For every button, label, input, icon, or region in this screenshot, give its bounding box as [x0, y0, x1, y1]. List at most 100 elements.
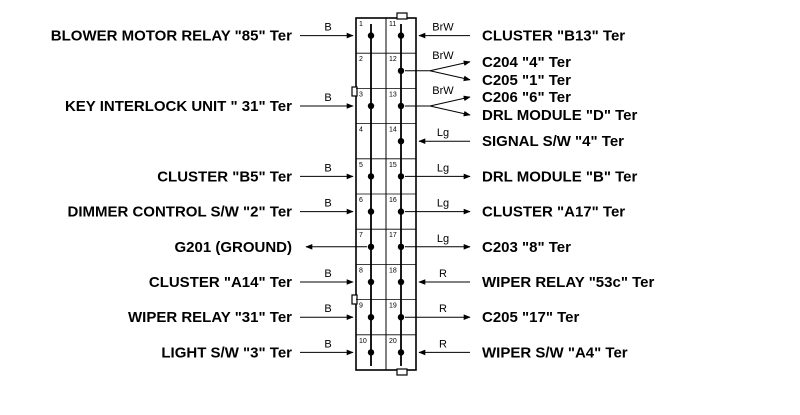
left-row-pin-10: LIGHT S/W "3" Ter B — [161, 338, 375, 361]
pin-number: 17 — [389, 232, 397, 239]
wire-color-label: Lg — [437, 233, 449, 245]
pin-dot — [397, 243, 405, 250]
pin-dot — [397, 102, 405, 110]
pin-dot — [397, 349, 405, 356]
pin-number: 3 — [359, 91, 363, 98]
left-label: LIGHT S/W "3" Ter — [161, 344, 292, 361]
wire-color-label: BrW — [432, 85, 454, 97]
pin-dot — [367, 243, 375, 250]
pin-number: 10 — [359, 338, 367, 345]
pin-dot — [397, 32, 405, 39]
left-row-pin-5: CLUSTER "B5" Ter B — [157, 162, 375, 185]
pin-number: 13 — [389, 91, 397, 98]
pin-dot — [367, 208, 375, 215]
right-row-pin-19: C205 "17" Ter R — [397, 303, 579, 326]
pin-number: 1 — [359, 21, 363, 28]
pin-dot — [397, 208, 405, 215]
right-label: C203 "8" Ter — [482, 239, 571, 256]
pin-number: 2 — [359, 56, 363, 63]
wire-color-label: Lg — [437, 198, 449, 210]
pin-dot — [397, 67, 405, 75]
bottom-latch — [396, 368, 408, 376]
pin-number: 15 — [389, 162, 397, 169]
wire-arrow — [429, 60, 471, 72]
wire-color-label: B — [324, 303, 331, 315]
pin-dot — [397, 278, 405, 286]
left-row-pin-3: KEY INTERLOCK UNIT " 31" Ter B — [65, 92, 375, 115]
wire-color-label: R — [439, 303, 447, 315]
pin-number: 18 — [389, 267, 397, 274]
pin-dot — [397, 138, 405, 145]
pin-dot — [397, 173, 405, 180]
pin-number: 9 — [359, 303, 363, 310]
wire-color-label: B — [324, 198, 331, 210]
right-label: DRL MODULE "D" Ter — [482, 107, 638, 124]
left-label: WIPER RELAY "31" Ter — [128, 309, 292, 326]
pin-number: 6 — [359, 197, 363, 204]
pin-number: 12 — [389, 56, 397, 63]
wire-color-label: B — [324, 162, 331, 174]
left-row-pin-9: WIPER RELAY "31" Ter B — [128, 303, 375, 326]
left-label: G201 (GROUND) — [174, 239, 292, 256]
left-label: DIMMER CONTROL S/W "2" Ter — [67, 204, 292, 221]
right-label: CLUSTER "A17" Ter — [482, 204, 625, 221]
wire-arrow — [429, 70, 471, 82]
right-row-pin-16: CLUSTER "A17" Ter Lg — [397, 198, 625, 221]
wire-color-label: Lg — [437, 127, 449, 139]
pin-dot — [367, 173, 375, 180]
top-latch — [396, 12, 408, 20]
right-row-pin-14: SIGNAL S/W "4" Ter Lg — [397, 127, 624, 150]
wire-color-label: R — [439, 338, 447, 350]
left-row-pin-8: CLUSTER "A14" Ter B — [149, 268, 375, 291]
pin-number: 14 — [389, 127, 397, 134]
wire-color-label: B — [324, 268, 331, 280]
right-label: C205 "17" Ter — [482, 309, 579, 326]
wire-arrow — [429, 95, 471, 107]
pin-dot — [397, 314, 405, 321]
right-row-pin-17: C203 "8" Ter Lg — [397, 233, 571, 256]
right-label: C204 "4" Ter — [482, 54, 571, 71]
wire-color-label: B — [324, 338, 331, 350]
right-label: WIPER RELAY "53c" Ter — [482, 274, 655, 291]
wire-color-label: B — [324, 92, 331, 104]
left-label: CLUSTER "B5" Ter — [157, 168, 292, 185]
wire-color-label: R — [439, 268, 447, 280]
right-label: CLUSTER "B13" Ter — [482, 28, 625, 45]
pin-dot — [367, 32, 375, 39]
wire-arrow — [429, 105, 471, 117]
pin-dot — [367, 314, 375, 321]
wire-color-label: BrW — [432, 50, 454, 62]
pin-dot — [367, 278, 375, 286]
pin-number: 16 — [389, 197, 397, 204]
right-label: WIPER S/W "A4" Ter — [482, 344, 628, 361]
right-row-pin-20: WIPER S/W "A4" Ter R — [397, 338, 628, 361]
wire-color-label: BrW — [432, 22, 454, 34]
pin-dot — [367, 102, 375, 110]
right-label: C206 "6" Ter — [482, 89, 571, 106]
pin-number: 20 — [389, 338, 397, 345]
pin-number: 11 — [389, 21, 396, 28]
pin-number: 4 — [359, 127, 363, 134]
left-row-pin-7: G201 (GROUND) — [174, 239, 375, 256]
pin-number: 5 — [359, 162, 363, 169]
wire-color-label: Lg — [437, 162, 449, 174]
pin-number: 8 — [359, 267, 363, 274]
wire-color-label: B — [324, 22, 331, 34]
key-tab-upper — [351, 86, 358, 97]
left-row-pin-6: DIMMER CONTROL S/W "2" Ter B — [67, 198, 375, 221]
right-row-pin-18: WIPER RELAY "53c" Ter R — [397, 268, 655, 291]
right-row-pin-11: CLUSTER "B13" Ter BrW — [397, 22, 625, 45]
left-label: KEY INTERLOCK UNIT " 31" Ter — [65, 98, 292, 115]
left-label: CLUSTER "A14" Ter — [149, 274, 292, 291]
right-label: C205 "1" Ter — [482, 72, 571, 89]
right-label: SIGNAL S/W "4" Ter — [482, 133, 624, 150]
